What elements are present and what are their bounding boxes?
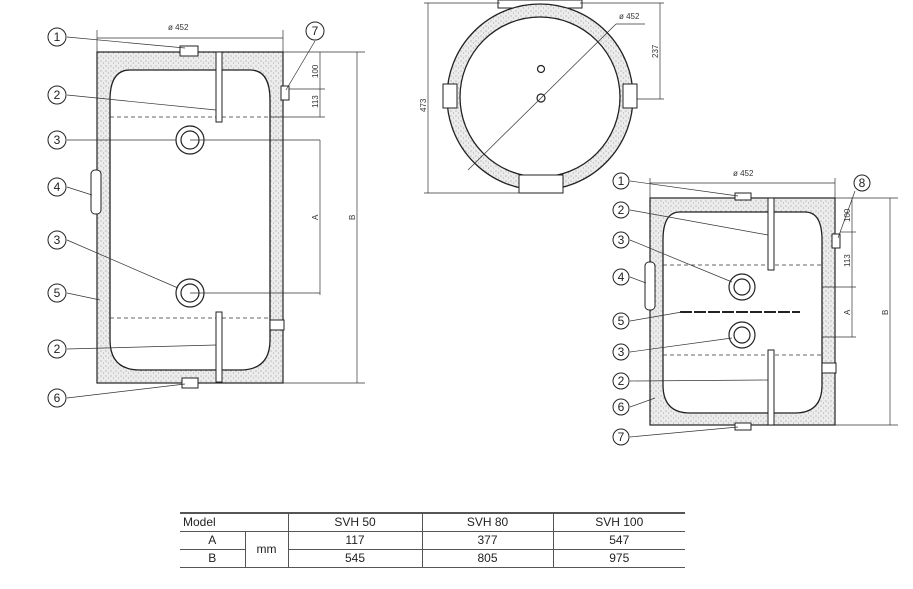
r-callout-6: 6 xyxy=(612,398,630,416)
callout-5: 5 xyxy=(47,283,67,303)
right-dim-a: A xyxy=(843,309,852,315)
dimensions-table: Model SVH 50 SVH 80 SVH 100 A mm 117 377… xyxy=(180,512,685,568)
header-svh100: SVH 100 xyxy=(552,512,685,532)
top-diameter-label: ø 452 xyxy=(619,12,640,21)
svg-text:2: 2 xyxy=(54,88,61,102)
svg-text:1: 1 xyxy=(54,30,61,44)
dim-a: A xyxy=(311,214,320,220)
r-callout-5: 5 xyxy=(612,312,630,330)
callout-6: 6 xyxy=(47,388,67,408)
right-dim-113: 113 xyxy=(843,254,852,267)
callout-1: 1 xyxy=(47,27,67,47)
svg-text:6: 6 xyxy=(54,391,61,405)
cell: 547 xyxy=(552,531,685,550)
height-473: 473 xyxy=(419,98,428,112)
callout-3: 3 xyxy=(47,130,67,150)
r-callout-4: 4 xyxy=(612,268,630,286)
sensor-well-bottom xyxy=(215,311,223,383)
offset-237: 237 xyxy=(651,44,660,58)
dim-b: B xyxy=(348,215,357,220)
r-callout-7: 7 xyxy=(612,428,630,446)
svg-text:7: 7 xyxy=(618,430,625,444)
tank-inner xyxy=(109,69,271,371)
dim-113: 113 xyxy=(311,95,320,108)
right-dim-b: B xyxy=(881,310,890,315)
table-header-row: Model SVH 50 SVH 80 SVH 100 xyxy=(180,512,685,532)
r-callout-2: 2 xyxy=(612,201,630,219)
svg-text:3: 3 xyxy=(54,233,61,247)
header-model: Model xyxy=(180,512,288,532)
table-row: B 545 805 975 xyxy=(180,549,685,568)
unit-cell: mm xyxy=(244,531,288,568)
svg-text:4: 4 xyxy=(618,270,625,284)
r-callout-8: 8 xyxy=(853,174,871,192)
r-callout-2b: 2 xyxy=(612,372,630,390)
svg-text:5: 5 xyxy=(618,314,625,328)
callout-2b: 2 xyxy=(47,339,67,359)
top-connection xyxy=(179,45,199,57)
r-callout-1: 1 xyxy=(612,172,630,190)
right-diameter-label: ø 452 xyxy=(733,169,754,178)
row-label-b: B xyxy=(180,549,245,568)
bottom-connection xyxy=(181,377,199,389)
right-dim-100: 100 xyxy=(843,208,852,222)
svg-text:3: 3 xyxy=(618,345,625,359)
callout-7: 7 xyxy=(305,21,325,41)
r-callout-3: 3 xyxy=(612,231,630,249)
sensor-well-top xyxy=(215,51,223,123)
dim-100: 100 xyxy=(311,64,320,78)
svg-text:4: 4 xyxy=(54,180,61,194)
header-svh50: SVH 50 xyxy=(287,512,422,532)
side-connection xyxy=(280,85,290,101)
top-view: ø 452 473 237 xyxy=(419,0,664,194)
left-side-view: ø 452 100 113 A B 1 2 3 4 3 5 2 6 7 xyxy=(47,21,365,408)
callout-4: 4 xyxy=(47,177,67,197)
r-callout-3b: 3 xyxy=(612,343,630,361)
cell: 117 xyxy=(287,531,422,550)
svg-text:8: 8 xyxy=(859,176,866,190)
table-row: A mm 117 377 547 xyxy=(180,531,685,568)
svg-text:2: 2 xyxy=(54,342,61,356)
callout-3b: 3 xyxy=(47,230,67,250)
svg-text:2: 2 xyxy=(618,374,625,388)
svg-text:1: 1 xyxy=(618,174,625,188)
cell: 545 xyxy=(287,549,422,568)
diameter-label: ø 452 xyxy=(168,23,189,32)
cell: 975 xyxy=(552,549,685,568)
cell: 805 xyxy=(421,549,553,568)
right-side-view: ø 452 100 113 A B 1 2 3 4 5 3 2 6 7 8 xyxy=(612,169,898,446)
svg-text:6: 6 xyxy=(618,400,625,414)
svg-text:5: 5 xyxy=(54,286,61,300)
row-label-a: A xyxy=(180,531,245,550)
cell: 377 xyxy=(421,531,553,550)
callout-2: 2 xyxy=(47,85,67,105)
svg-text:2: 2 xyxy=(618,203,625,217)
svg-text:3: 3 xyxy=(54,133,61,147)
flange xyxy=(90,169,102,215)
svg-text:7: 7 xyxy=(312,24,319,38)
header-svh80: SVH 80 xyxy=(421,512,553,532)
svg-text:3: 3 xyxy=(618,233,625,247)
side-connection-low xyxy=(269,319,285,331)
